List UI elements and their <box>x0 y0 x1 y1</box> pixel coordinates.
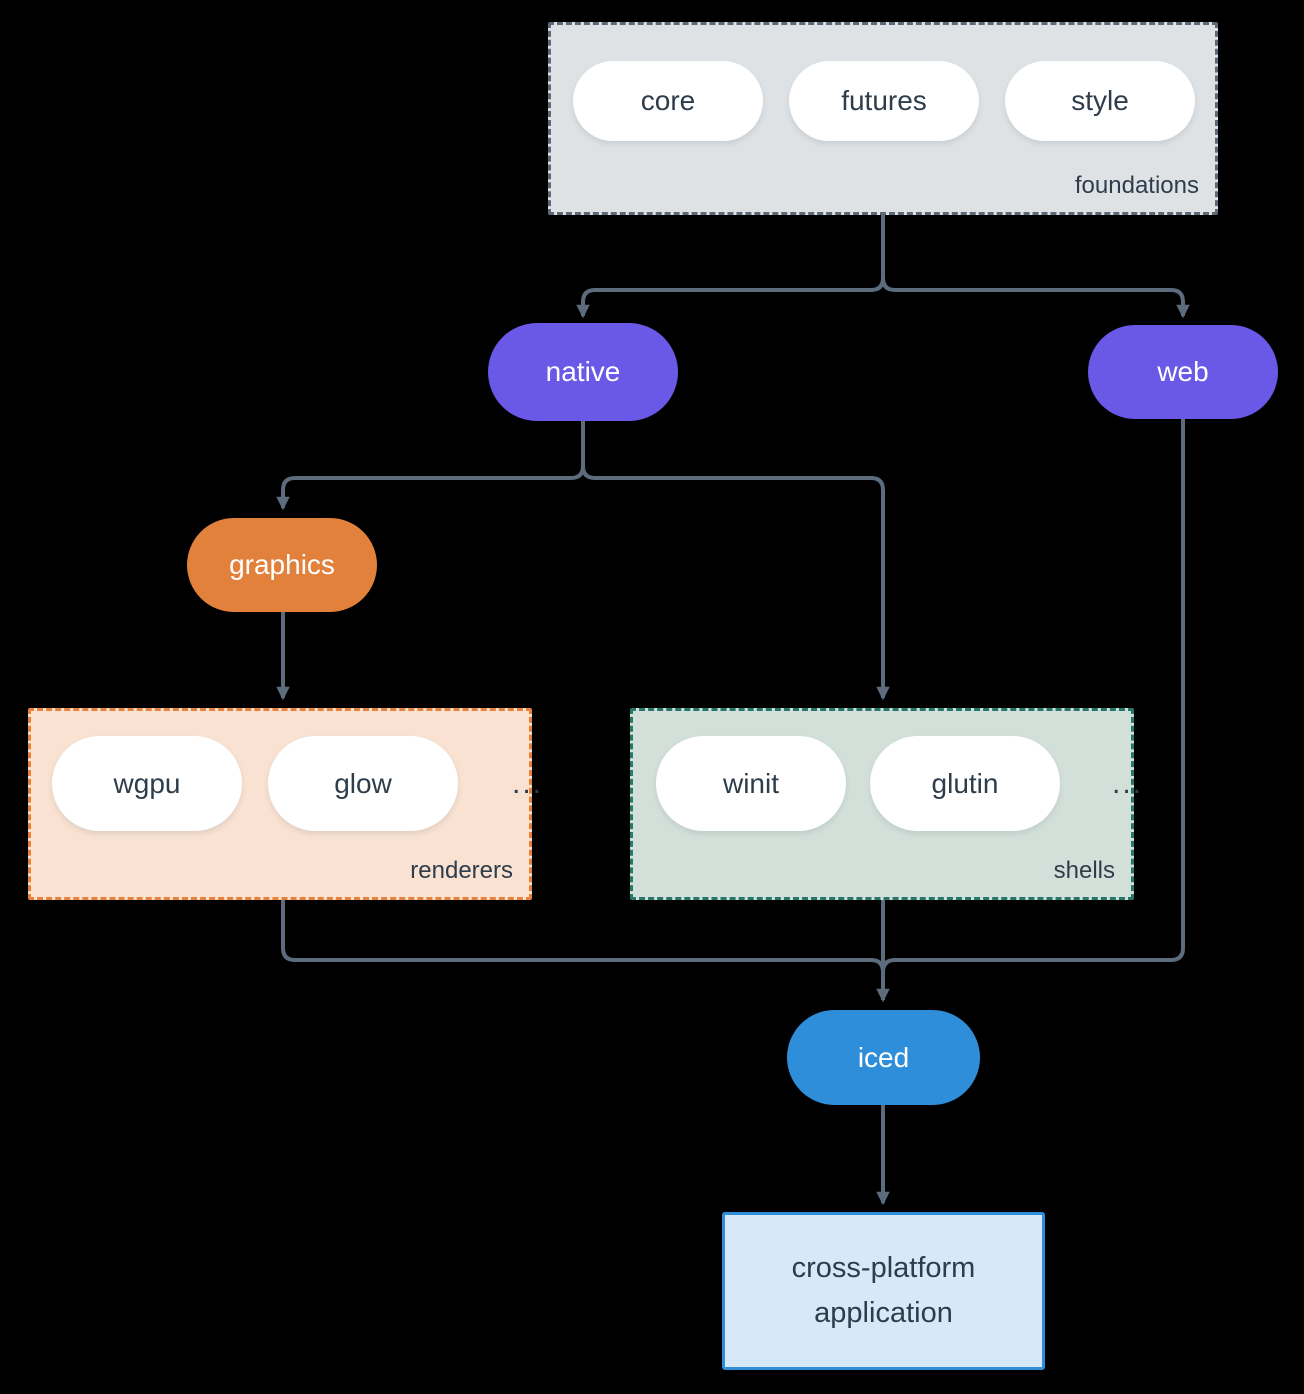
pill-core: core <box>573 61 763 141</box>
shells-ellipsis: ... <box>1112 766 1144 800</box>
arrow-foundations-to-web <box>881 215 1190 319</box>
shells-pill-row: winit glutin ... <box>656 736 1143 831</box>
renderers-group-box: wgpu glow ... renderers <box>28 708 541 900</box>
pill-style: style <box>1005 61 1195 141</box>
foundations-group-box: core futures style foundations <box>548 22 1218 215</box>
foundations-pill-row: core futures style <box>573 61 1195 141</box>
arrow-native-to-graphics <box>276 421 585 511</box>
pill-futures: futures <box>789 61 979 141</box>
pill-winit: winit <box>656 736 846 831</box>
node-graphics: graphics <box>187 518 377 612</box>
node-native: native <box>488 323 678 421</box>
cross-platform-application-box: cross-platform application <box>722 1212 1045 1370</box>
pill-glutin: glutin <box>870 736 1060 831</box>
arrow-native-to-shells <box>581 421 890 701</box>
foundations-group-label: foundations <box>1074 172 1199 199</box>
renderers-pill-row: wgpu glow ... <box>52 736 543 831</box>
node-web: web <box>1088 325 1278 419</box>
pill-wgpu: wgpu <box>52 736 242 831</box>
line-renderers-to-merge <box>281 900 885 973</box>
arrow-foundations-to-native <box>576 215 885 319</box>
shells-group-box: winit glutin ... shells <box>630 708 1141 900</box>
node-iced: iced <box>787 1010 980 1105</box>
renderers-ellipsis: ... <box>512 766 544 800</box>
renderers-group-label: renderers <box>410 857 513 884</box>
pill-glow: glow <box>268 736 458 831</box>
shells-group-label: shells <box>1053 857 1115 884</box>
